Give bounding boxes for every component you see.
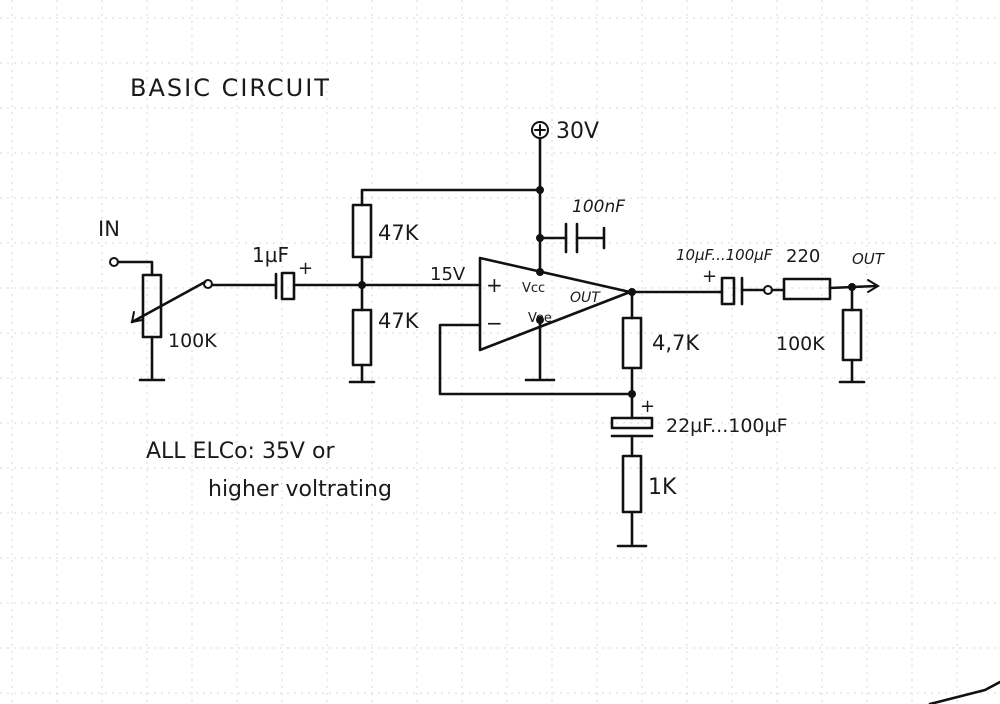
note-line-2: higher voltrating xyxy=(208,477,392,502)
ground-wire xyxy=(348,363,376,384)
decoupling-wire xyxy=(538,226,606,250)
ground-wire xyxy=(838,358,866,384)
potentiometer-wiper xyxy=(130,280,207,324)
input-cap-label: 1µF xyxy=(252,243,289,267)
output-cap-label: 10µF...100µF xyxy=(676,246,773,264)
output-label: OUT xyxy=(852,250,886,268)
feedback-resistor xyxy=(621,316,643,370)
supply-terminal xyxy=(531,121,549,139)
bias-voltage-label: 15V xyxy=(430,264,466,285)
ground-wire xyxy=(138,335,166,382)
junction-node xyxy=(536,234,544,242)
output-cap-plate xyxy=(720,276,736,306)
input-cap-plus: + xyxy=(298,258,313,279)
input-wire xyxy=(116,260,154,277)
gain-resistor xyxy=(621,454,643,514)
ground-wire xyxy=(616,510,648,548)
wiper-arrow xyxy=(131,311,143,323)
resistor-bottom-label: 47K xyxy=(378,309,420,333)
wiper-terminal xyxy=(203,279,213,289)
vee-ground-wire xyxy=(524,316,556,382)
junction-node xyxy=(536,268,544,276)
junction-node xyxy=(536,186,544,194)
opamp-body xyxy=(478,256,632,352)
load-resistor-label: 100K xyxy=(776,333,825,355)
potentiometer-label: 100K xyxy=(168,330,217,352)
opamp-output-label: OUT xyxy=(570,290,601,306)
series-resistor xyxy=(782,277,832,301)
supply-rail-wire xyxy=(360,136,542,274)
input-label: IN xyxy=(98,217,120,241)
diagram-title: BASIC CIRCUIT xyxy=(130,74,331,102)
decoupling-cap-label: 100nF xyxy=(572,197,625,217)
input-cap-plate xyxy=(280,271,296,301)
feedback-resistor-label: 4,7K xyxy=(652,331,700,355)
supply-voltage-label: 30V xyxy=(556,119,599,144)
gain-cap-plus: + xyxy=(640,396,655,417)
feedback-wire xyxy=(438,323,634,396)
gain-resistor-label: 1K xyxy=(648,475,677,500)
series-resistor-label: 220 xyxy=(786,246,820,267)
page-edge xyxy=(928,680,1000,704)
resistor-top xyxy=(351,203,373,259)
gain-cap-label: 22µF...100µF xyxy=(666,415,788,437)
resistor-bottom xyxy=(351,308,373,367)
output-arrow xyxy=(867,279,880,293)
load-resistor xyxy=(841,308,863,362)
noninverting-input-sign: + xyxy=(486,273,503,297)
junction-node xyxy=(536,316,544,324)
potentiometer xyxy=(141,273,163,339)
output-cap-plus: + xyxy=(702,266,717,287)
vcc-pin-label: Vcc xyxy=(522,281,545,296)
inverting-input-sign: − xyxy=(486,311,503,335)
gain-cap-plate xyxy=(610,416,654,430)
junction-node xyxy=(628,390,636,398)
note-line-1: ALL ELCo: 35V or xyxy=(146,439,335,464)
resistor-top-label: 47K xyxy=(378,221,420,245)
